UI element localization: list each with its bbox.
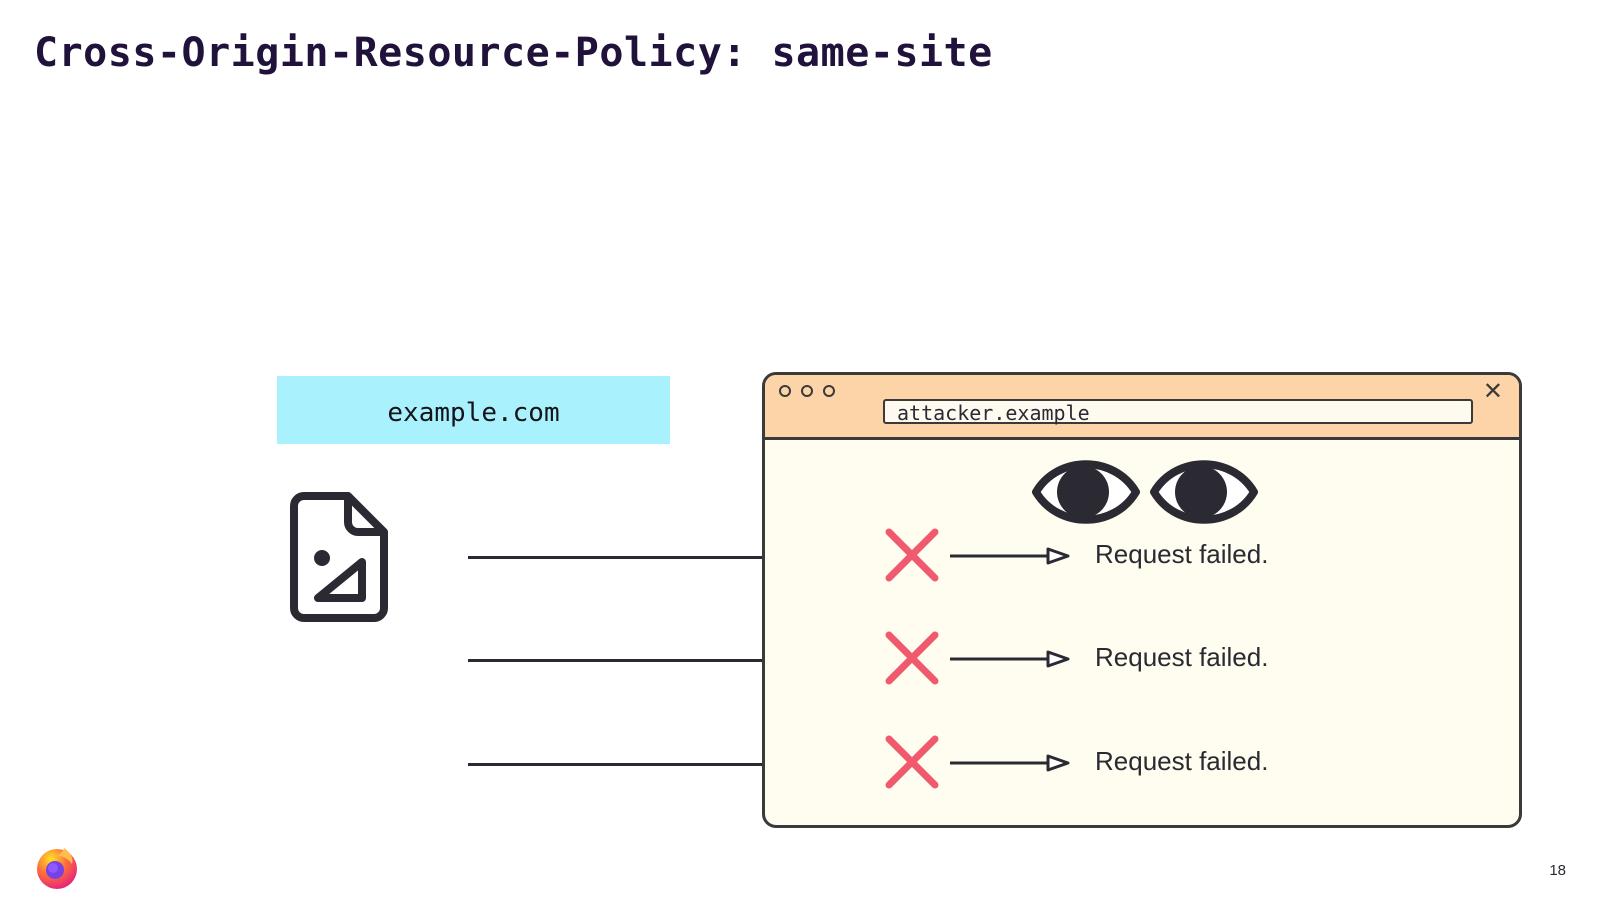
request-result: Request failed. (1095, 642, 1269, 672)
request-line (468, 763, 841, 766)
x-icon (885, 735, 939, 789)
arrow-icon (950, 754, 1070, 772)
window-control-icon (779, 385, 791, 397)
image-file-icon (290, 492, 388, 622)
window-control-icon (823, 385, 835, 397)
request-row: Request failed. (765, 629, 1519, 699)
request-row: Request failed. (765, 526, 1519, 596)
address-bar-url: attacker.example (897, 401, 1090, 425)
firefox-logo (37, 848, 77, 889)
x-icon (885, 631, 939, 685)
address-bar: attacker.example (883, 399, 1473, 424)
request-line (468, 659, 841, 662)
origin-label-box: example.com (277, 376, 670, 444)
eyes-icon (1032, 460, 1258, 524)
close-icon: ✕ (1482, 377, 1503, 405)
x-icon (885, 528, 939, 582)
browser-titlebar: attacker.example ✕ (765, 375, 1519, 440)
request-result: Request failed. (1095, 539, 1269, 569)
request-line (468, 556, 841, 559)
arrow-icon (950, 547, 1070, 565)
slide-title: Cross-Origin-Resource-Policy: same-site (34, 30, 993, 76)
request-result: Request failed. (1095, 746, 1269, 776)
request-row: Request failed. (765, 733, 1519, 803)
attacker-browser-window: attacker.example ✕ Request failed. Reque… (762, 372, 1522, 828)
window-control-icon (801, 385, 813, 397)
page-number: 18 (1549, 862, 1566, 879)
arrow-icon (950, 650, 1070, 668)
origin-label: example.com (387, 398, 560, 428)
